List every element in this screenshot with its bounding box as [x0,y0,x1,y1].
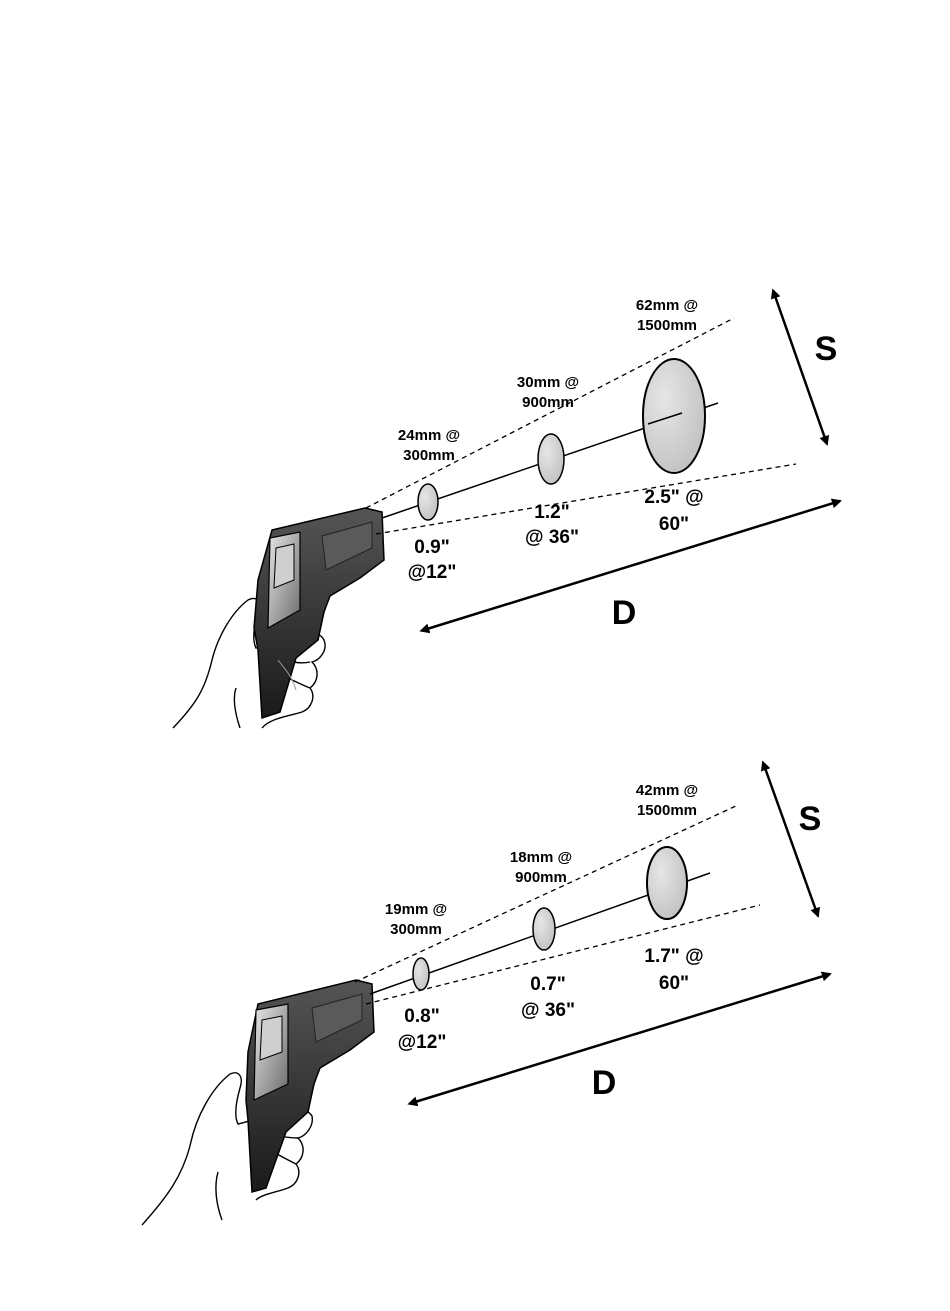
spot-far-metric-line1: 42mm @ [636,782,698,799]
spot-far-metric-line2: 1500mm [637,317,697,334]
spot-ellipse-near [413,958,429,990]
spot-far-imperial-line2: 60" [659,973,689,994]
spot-near-imperial-line1: 0.8" [404,1006,439,1027]
size-axis-arrow [775,296,827,444]
distance-axis-label: D [592,1064,617,1102]
size-axis-label: S [799,800,822,838]
spot-near-metric-line1: 19mm @ [385,901,447,918]
spot-mid-imperial-line2: @ 36" [525,527,579,548]
spot-near-imperial-line2: @12" [408,562,457,583]
spot-mid-imperial-line1: 0.7" [530,974,565,995]
distance-axis-arrow [415,974,830,1102]
spot-mid-imperial-line1: 1.2" [534,502,569,523]
size-axis-arrow [765,768,818,916]
size-axis-label: S [815,330,838,368]
distance-axis-label: D [612,594,637,632]
spot-mid-metric-line1: 30mm @ [517,374,579,391]
spot-mid-metric-line2: 900mm [515,869,567,886]
spot-ellipse-mid [538,434,564,484]
spot-ellipse-far [647,847,687,919]
spot-far-metric-line2: 1500mm [637,802,697,819]
spot-far-imperial-line1: 1.7" @ [644,946,703,967]
spot-far-imperial-line1: 2.5" @ [644,487,703,508]
spot-mid-imperial-line2: @ 36" [521,1000,575,1021]
spot-far-metric-line1: 62mm @ [636,297,698,314]
spot-ellipse-near [418,484,438,520]
spot-near-imperial-line2: @12" [398,1032,447,1053]
spot-near-metric-line1: 24mm @ [398,427,460,444]
spot-near-imperial-line1: 0.9" [414,537,449,558]
ir-thermometer-illustration [246,980,374,1192]
spot-near-metric-line2: 300mm [403,447,455,464]
spot-mid-metric-line1: 18mm @ [510,849,572,866]
spot-near-metric-line2: 300mm [390,921,442,938]
spot-ellipse-mid [533,908,555,950]
spot-mid-metric-line2: 900mm [522,394,574,411]
spot-far-imperial-line2: 60" [659,514,689,535]
ir-thermometer-illustration [254,508,384,718]
diagram-1: 24mm @ 300mm 30mm @ 900mm 62mm @ 1500mm … [173,296,840,728]
diagram-2: 19mm @ 300mm 18mm @ 900mm 42mm @ 1500mm … [142,768,830,1225]
